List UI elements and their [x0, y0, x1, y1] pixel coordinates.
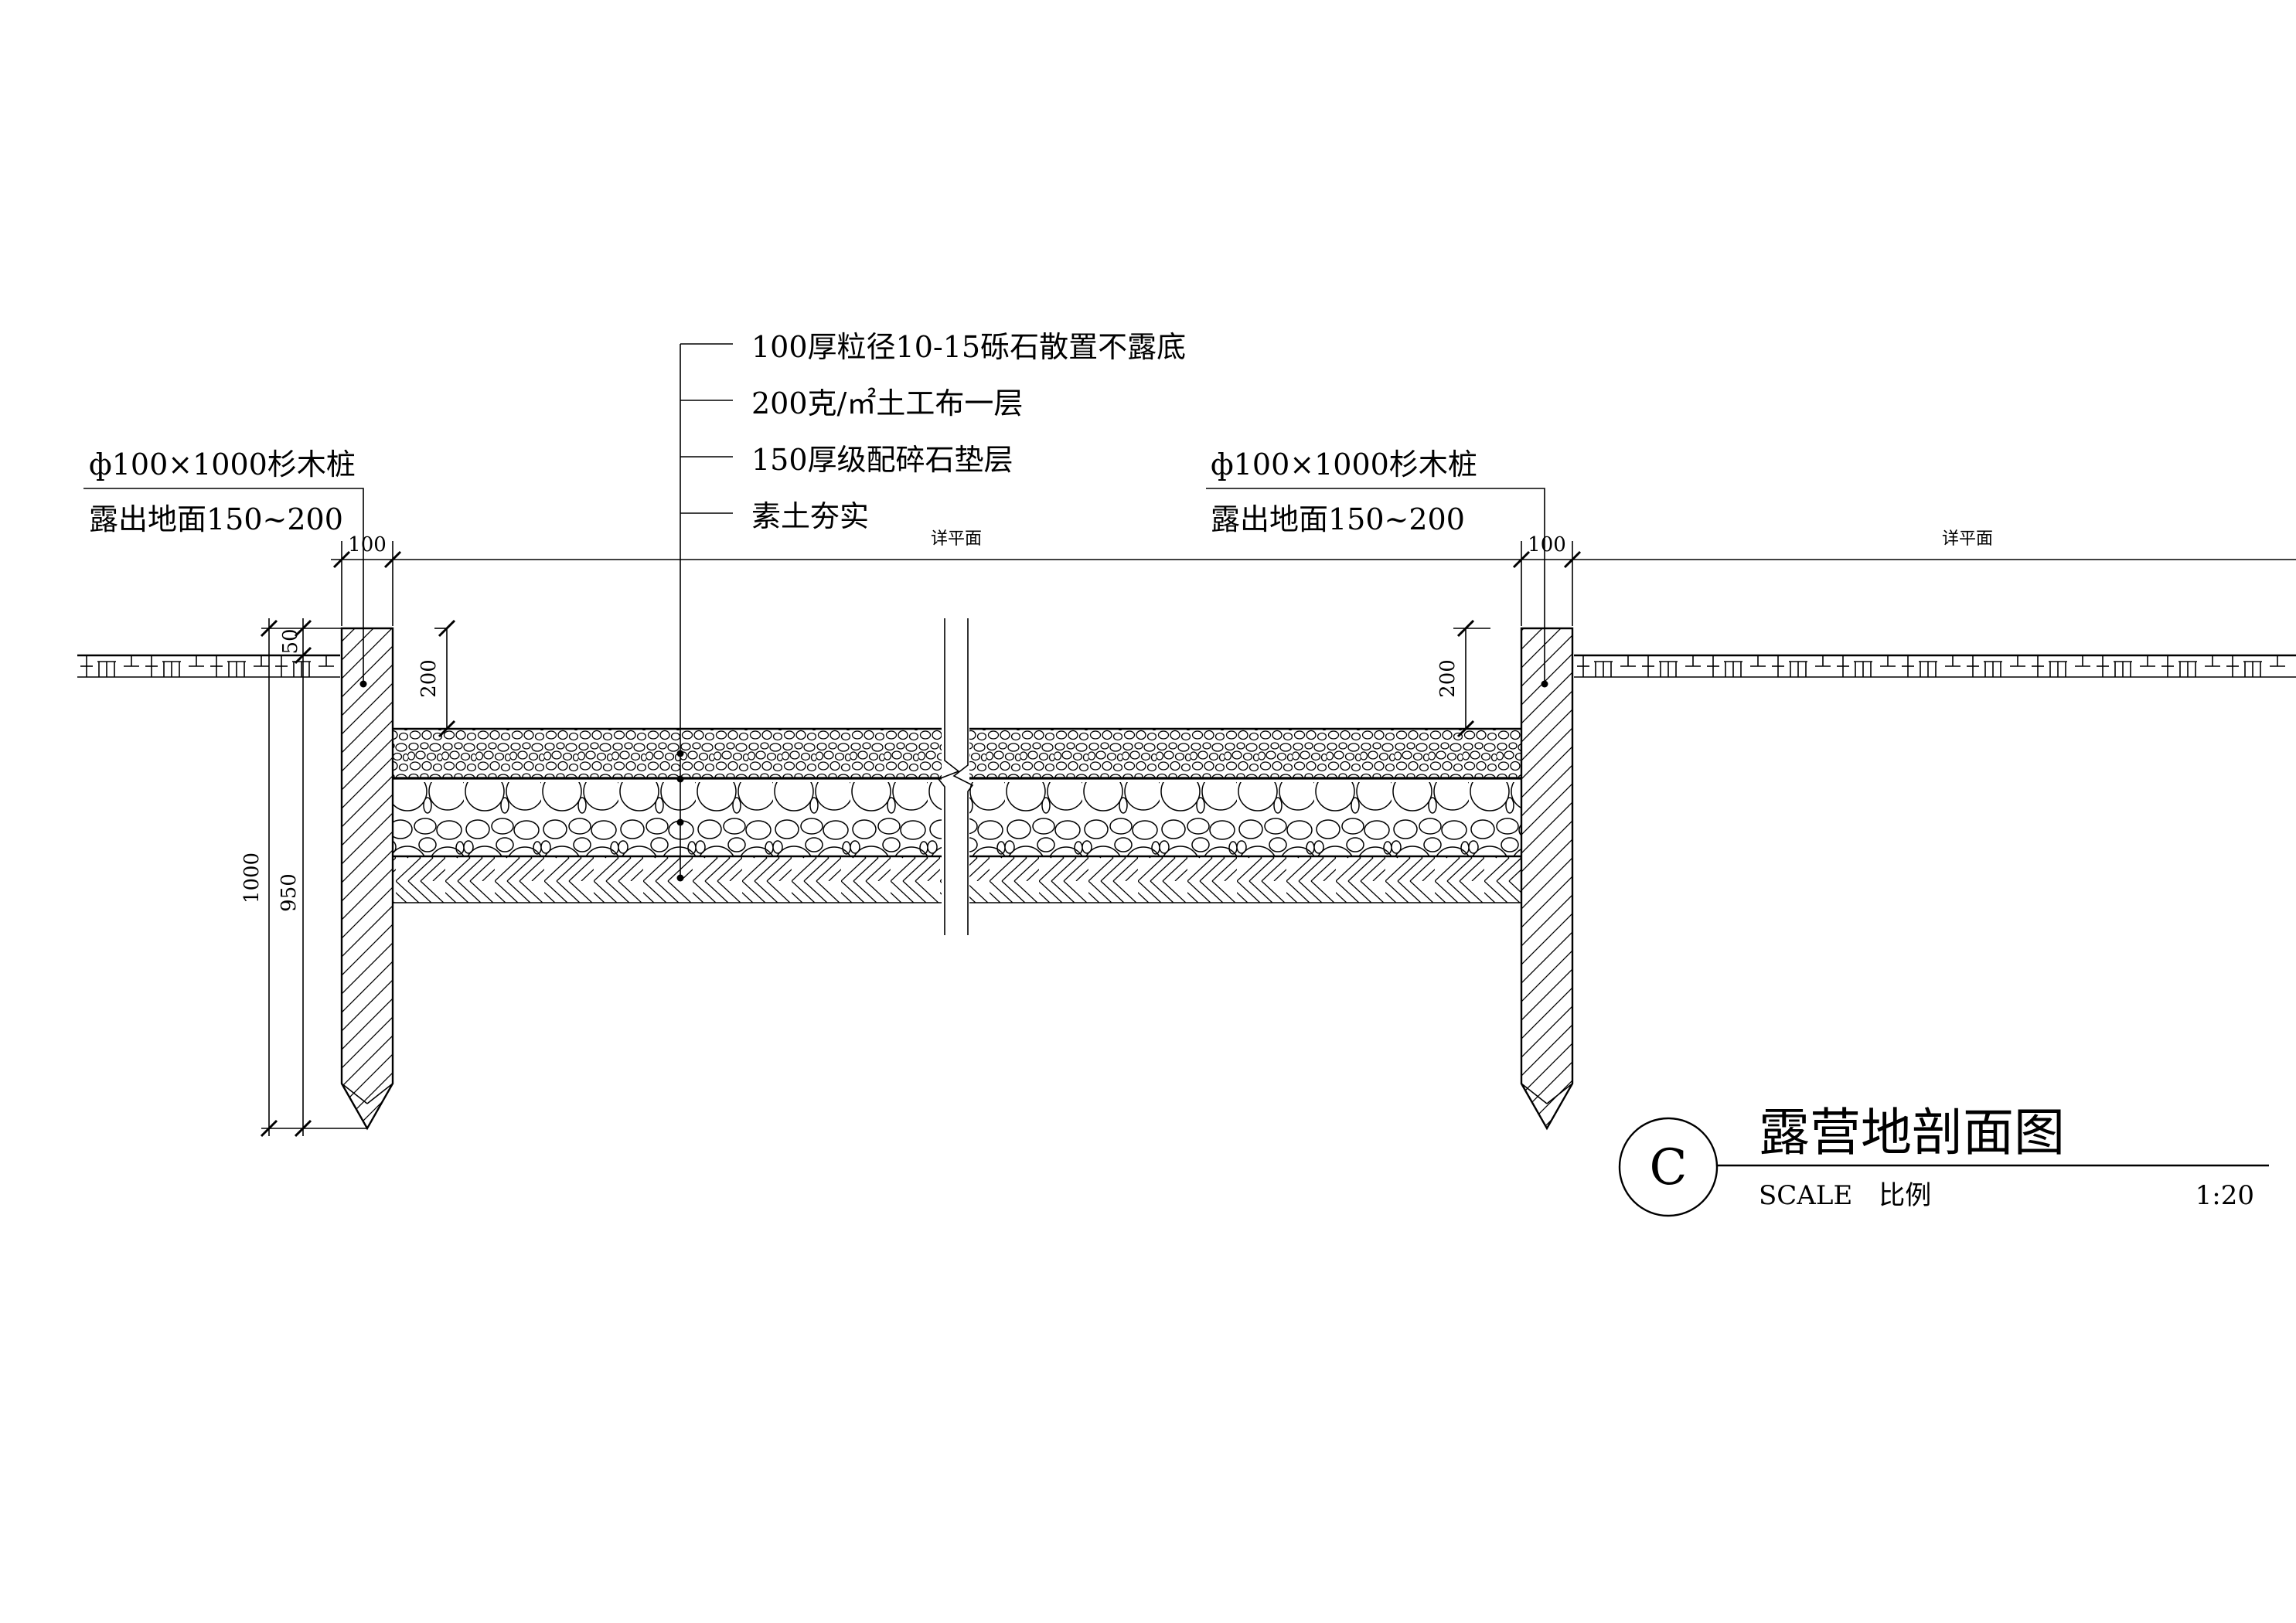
dim-pile-vertical: 50 1000 950 [240, 618, 367, 1138]
layer-callout: 100厚粒径10-15砾石散置不露底 200克/㎡土工布一层 150厚级配碎石垫… [676, 330, 1186, 882]
wood-pile-right [1520, 627, 1574, 1131]
scale-value: 1:20 [2196, 1180, 2254, 1211]
pile-callout-left: ф100×1000杉木桩 露出地面150~200 [83, 447, 367, 688]
dim-gravel-depth-right: 200 [1436, 619, 1521, 738]
drawing-title: 露营地剖面图 [1759, 1103, 2065, 1162]
section-marker-letter: C [1650, 1139, 1688, 1196]
dim-exposed-height: 50 [279, 628, 302, 654]
dim-span-left: 详平面 [931, 529, 982, 549]
break-line [937, 618, 974, 936]
wood-pile-left [340, 627, 394, 1131]
dim-gravel-depth-right-label: 200 [1436, 659, 1460, 698]
pile-left-spec: ф100×1000杉木桩 [89, 447, 356, 481]
ground-surface-right [1574, 654, 2296, 678]
dim-pile-width-right: 100 [1528, 533, 1566, 556]
top-dimension-line: 100 100 详平面 详平面 [331, 529, 2296, 626]
dim-pile-total: 1000 [240, 852, 264, 903]
dim-pile-buried: 950 [278, 873, 301, 912]
scale-label: SCALE 比例 [1759, 1180, 1931, 1211]
pile-callout-right: ф100×1000杉木桩 露出地面150~200 [1206, 447, 1548, 688]
title-block: C 露营地剖面图 SCALE 比例 1:20 [1618, 1103, 2269, 1217]
section-marker-circle [1618, 1117, 1719, 1217]
layer-label-compacted-soil: 素土夯实 [751, 499, 869, 533]
dim-gravel-depth-left: 200 [417, 619, 456, 738]
layer-label-gravel: 100厚粒径10-15砾石散置不露底 [751, 330, 1186, 364]
layer-label-geotextile: 200克/㎡土工布一层 [751, 386, 1023, 420]
dim-gravel-depth-left-label: 200 [417, 659, 441, 698]
layer-label-crushed-stone: 150厚级配碎石垫层 [751, 443, 1013, 477]
dim-span-right: 详平面 [1942, 529, 1993, 549]
dim-pile-width-left: 100 [348, 533, 387, 556]
pile-left-exposure: 露出地面150~200 [89, 502, 343, 536]
pile-right-exposure: 露出地面150~200 [1211, 502, 1465, 536]
pile-right-spec: ф100×1000杉木桩 [1211, 447, 1477, 481]
